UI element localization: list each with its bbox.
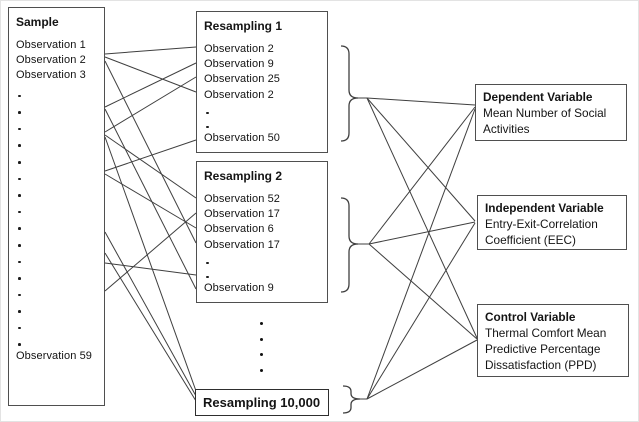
resampling-2-observation-list: Observation 52 Observation 17 Observation … <box>197 183 327 296</box>
sample-observation-list: Observation 1 Observation 2 Observation 3 O… <box>9 29 104 364</box>
observation-item: Observation 2 <box>16 54 86 67</box>
resampling-2-box: Resampling 2 Observation 52 Observation 1… <box>196 161 328 303</box>
connector-line <box>104 262 197 276</box>
sample-title: Sample <box>16 15 59 29</box>
connector-line <box>104 231 197 397</box>
ellipsis-dot <box>204 103 327 117</box>
connector-line <box>366 97 478 339</box>
variable-description-line: Activities <box>483 122 530 136</box>
observation-item: Observation 2 <box>204 88 274 101</box>
ellipsis-dot <box>16 266 104 283</box>
ellipsis-dot <box>16 84 104 101</box>
connector-line <box>368 221 476 245</box>
observation-item: Observation 50 <box>204 131 280 144</box>
variable-description-line: Entry-Exit-Correlation <box>485 217 598 231</box>
connector-line <box>104 108 197 290</box>
resampling-final-box: Resampling 10,000 <box>195 389 329 416</box>
connector-line <box>104 76 197 133</box>
independent-variable-box: Independent Variable Entry-Exit-Correlat… <box>477 195 627 250</box>
ellipsis-dot <box>16 216 104 233</box>
ellipsis-dot <box>16 316 104 333</box>
observation-item: Observation 17 <box>204 208 280 221</box>
connector-line <box>104 56 197 93</box>
observation-item: Observation 59 <box>16 350 92 363</box>
connector-line <box>104 173 197 229</box>
ellipsis-dot <box>16 150 104 167</box>
connector-line <box>104 134 197 199</box>
connector-line <box>104 136 197 392</box>
ellipsis-dot <box>16 117 104 134</box>
observation-item: Observation 6 <box>204 223 274 236</box>
ellipsis-dot <box>16 133 104 150</box>
ellipsis-dot <box>16 183 104 200</box>
variable-description-line: Dissatisfaction (PPD) <box>485 358 597 372</box>
connector-line <box>366 97 476 222</box>
observation-item: Observation 9 <box>204 281 274 294</box>
observation-item: Observation 52 <box>204 193 280 205</box>
ellipsis-dot <box>16 233 104 250</box>
variable-description-line: Coefficient (EEC) <box>485 233 576 247</box>
curly-brace <box>340 45 359 142</box>
ellipsis-dot <box>204 117 327 131</box>
resampling-1-title: Resampling 1 <box>204 19 283 33</box>
curly-brace <box>340 197 359 293</box>
observation-item: Observation 3 <box>16 69 86 82</box>
connector-line <box>368 106 476 245</box>
connector-line <box>368 243 478 340</box>
connector-line <box>104 60 197 244</box>
ellipsis-dot <box>16 200 104 217</box>
ellipsis-dot <box>204 253 327 267</box>
control-variable-title: Control Variable <box>485 310 576 324</box>
ellipsis-dot <box>16 332 104 349</box>
observation-item: Observation 1 <box>16 39 86 51</box>
connector-line <box>104 212 197 292</box>
observation-item: Observation 9 <box>204 58 274 71</box>
connector-line <box>366 222 476 400</box>
observation-item: Observation 2 <box>204 43 274 55</box>
connector-line <box>366 108 476 400</box>
connector-line <box>104 46 197 55</box>
independent-variable-title: Independent Variable <box>485 201 604 215</box>
variable-description-line: Predictive Percentage <box>485 342 601 356</box>
ellipsis-dot <box>16 283 104 300</box>
connector-line <box>366 339 478 400</box>
ellipsis-dot <box>16 167 104 184</box>
observation-item: Observation 17 <box>204 238 280 251</box>
connector-line <box>104 252 197 402</box>
connector-line <box>366 97 476 106</box>
ellipsis-dot <box>16 299 104 316</box>
connector-line <box>104 62 197 108</box>
variable-description-line: Mean Number of Social <box>483 106 607 120</box>
dependent-variable-box: Dependent Variable Mean Number of Social… <box>475 84 627 141</box>
connector-line <box>104 139 197 172</box>
ellipsis-dot <box>16 100 104 117</box>
resampling-2-title: Resampling 2 <box>204 169 283 183</box>
dependent-variable-title: Dependent Variable <box>483 90 593 104</box>
resampling-final-title: Resampling 10,000 <box>203 395 321 410</box>
variable-description-line: Thermal Comfort Mean <box>485 326 607 340</box>
curly-brace <box>342 385 361 414</box>
observation-item: Observation 25 <box>204 73 280 86</box>
ellipsis-dot <box>204 267 327 281</box>
resampling-1-observation-list: Observation 2 Observation 9 Observation 25… <box>197 33 327 146</box>
ellipsis-dot <box>16 250 104 267</box>
